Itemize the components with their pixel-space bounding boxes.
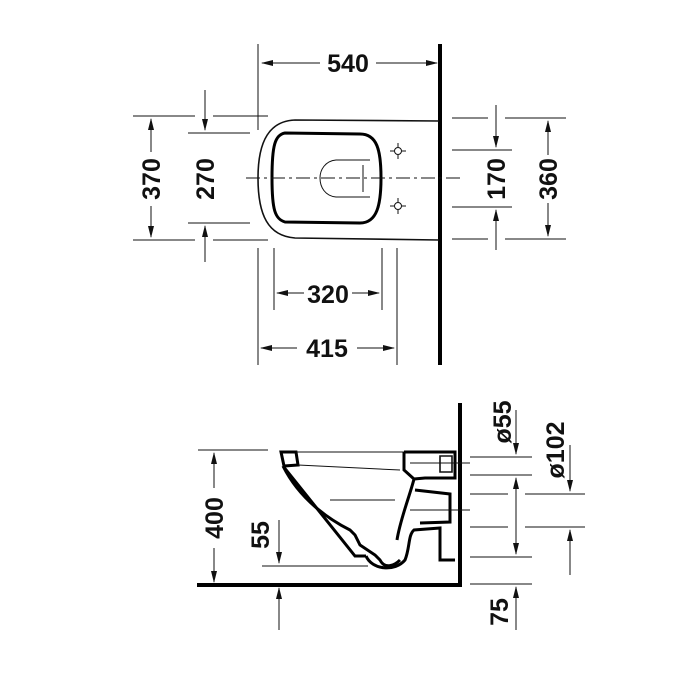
dim-floor-offset: 75 — [486, 598, 514, 626]
dim-outlet-diameter: ø102 — [542, 422, 570, 479]
rim-front — [279, 450, 300, 468]
dim-inlet-diameter: ø55 — [489, 400, 517, 443]
inlet-pipe — [439, 455, 453, 473]
bowl-front-outer — [281, 465, 366, 558]
inlet-housing — [404, 450, 457, 481]
dim-rear-width: 360 — [535, 158, 563, 200]
dim-rim-height: 400 — [201, 497, 229, 539]
outlet-housing — [414, 488, 452, 525]
dim-seat-to-front: 320 — [307, 281, 349, 309]
dim-bolt-spacing: 170 — [483, 158, 511, 200]
dim-outlet-height: 55 — [247, 521, 275, 549]
side-view: 400 55 ø55 ø102 75 — [197, 400, 585, 630]
fixing-hole-icon — [390, 143, 406, 159]
dim-bolt-to-front: 415 — [306, 335, 348, 363]
trap-outer — [364, 526, 455, 570]
bowl-opening — [319, 159, 370, 198]
trap-inner — [395, 452, 416, 541]
dim-overall-width: 370 — [138, 158, 166, 200]
fixing-hole-icon — [390, 198, 406, 214]
dim-overall-length: 540 — [327, 50, 369, 78]
bowl-front-inner — [281, 465, 402, 568]
dim-seat-width: 270 — [192, 158, 220, 200]
seat-outline — [270, 131, 383, 225]
top-view: 540 370 270 170 360 320 — [133, 44, 566, 365]
